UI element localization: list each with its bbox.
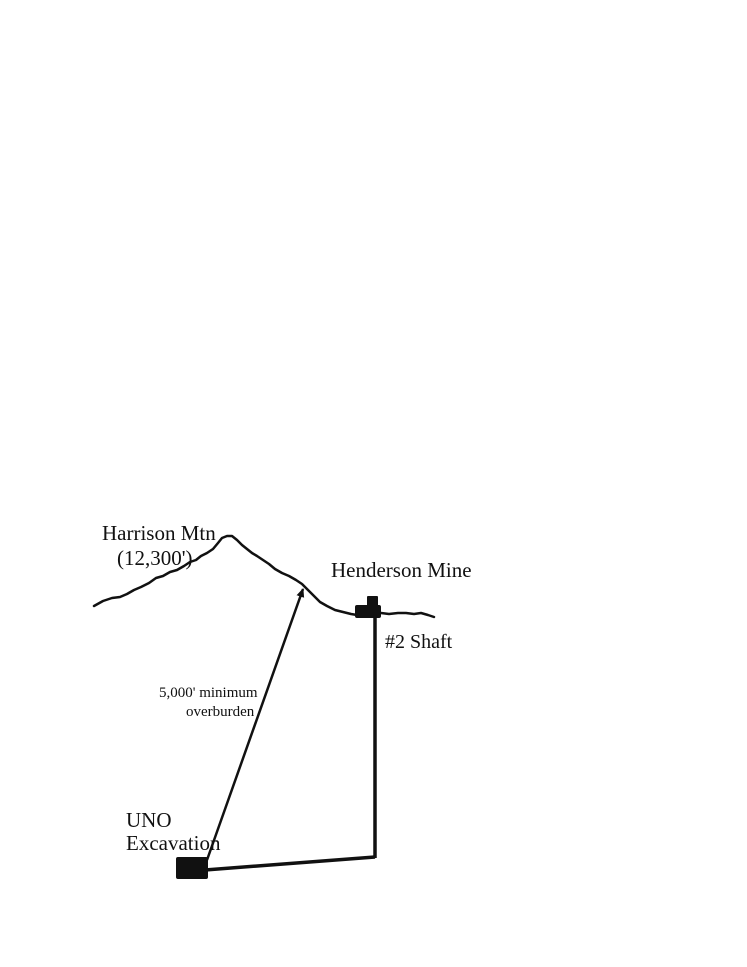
overburden-label-line1: 5,000' minimum xyxy=(159,685,258,701)
headframe-icon xyxy=(355,605,381,618)
headframe-tower-icon xyxy=(367,596,378,606)
overburden-arrow xyxy=(205,588,305,861)
excavation-label-line2: Excavation xyxy=(126,831,221,855)
mine-name-label: Henderson Mine xyxy=(331,558,472,582)
mountain-elevation-label: (12,300') xyxy=(117,546,193,570)
overburden-label-line2: overburden xyxy=(186,704,255,720)
access-tunnel-line xyxy=(204,855,376,872)
shaft-label: #2 Shaft xyxy=(385,631,453,653)
excavation-block-icon xyxy=(176,857,208,879)
mountain-name-label: Harrison Mtn xyxy=(102,521,216,545)
excavation-label-line1: UNO xyxy=(126,808,172,832)
